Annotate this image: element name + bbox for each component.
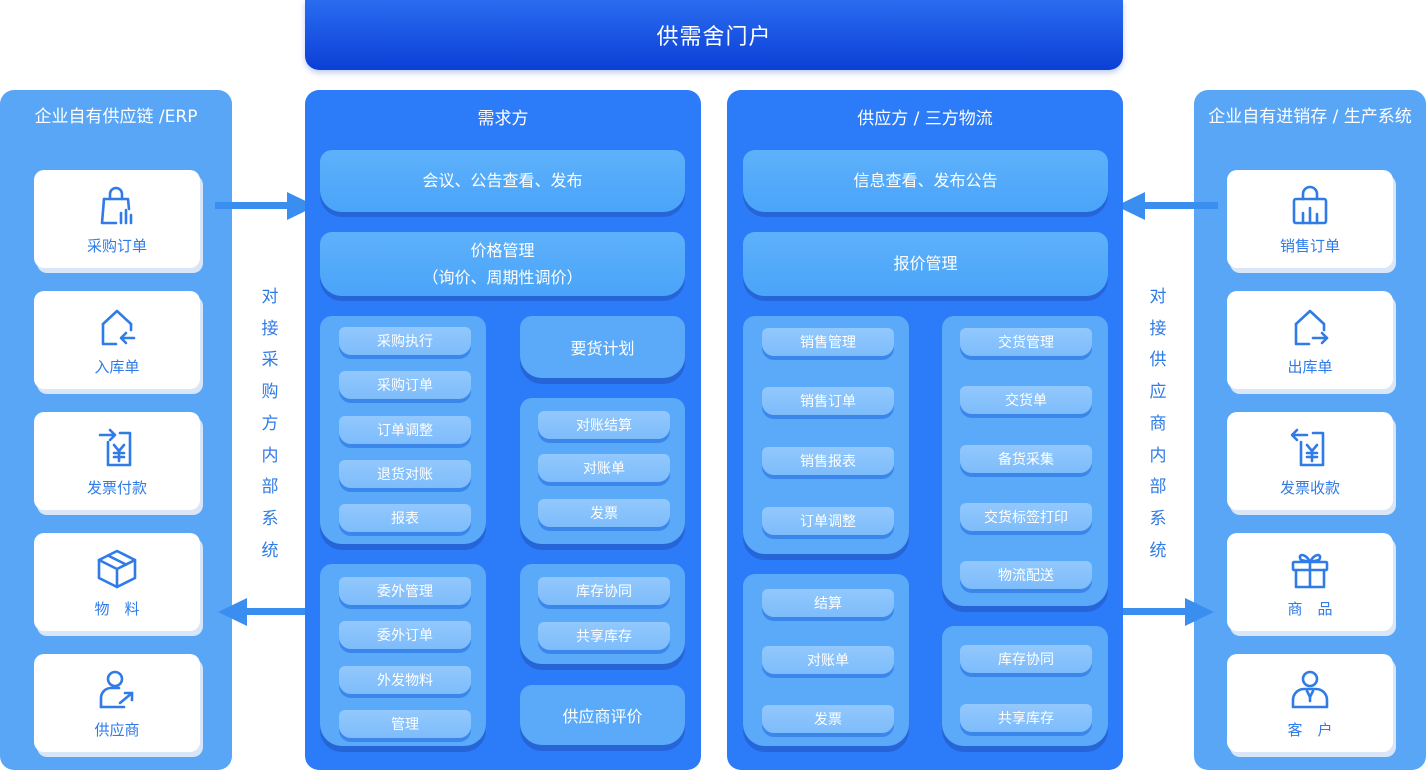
right-card-label: 出库单 [1287, 357, 1333, 376]
left-card-purchase-order[interactable]: 采购订单 [34, 170, 200, 268]
demand-panel-title: 需求方 [477, 109, 529, 129]
right-card-label: 客 户 [1287, 720, 1333, 739]
right-card-label: 发票收款 [1279, 478, 1340, 497]
right-card-customer[interactable]: 客 户 [1227, 654, 1393, 752]
chip-logistics[interactable]: 物流配送 [960, 561, 1092, 589]
portal-banner-title: 供需舍门户 [305, 0, 1123, 70]
chip-outsource-mgmt[interactable]: 委外管理 [339, 577, 471, 605]
chip-shared-stock[interactable]: 共享库存 [960, 704, 1092, 732]
chip-report[interactable]: 报表 [339, 504, 471, 532]
right-card-goods[interactable]: 商 品 [1227, 533, 1393, 631]
left-panel-title: 企业自有供应链 /ERP [34, 107, 198, 127]
right-card-invoice-receipt[interactable]: 发票收款 [1227, 412, 1393, 510]
left-card-material[interactable]: 物 料 [34, 533, 200, 631]
supplier-eval-box[interactable]: 供应商评价 [520, 685, 685, 745]
chip-management[interactable]: 管理 [339, 710, 471, 738]
left-card-inbound[interactable]: 入库单 [34, 291, 200, 389]
demand-plan-box[interactable]: 要货计划 [520, 316, 685, 378]
supplier-icon [99, 670, 134, 708]
right-panel-title: 企业自有进销存 / 生产系统 [1208, 107, 1412, 127]
chip-outsource-material[interactable]: 外发物料 [339, 666, 471, 694]
chip-delivery-mgmt[interactable]: 交货管理 [960, 328, 1092, 356]
right-card-outbound[interactable]: 出库单 [1227, 291, 1393, 389]
arrow-left-icon [218, 598, 320, 626]
sales-bag-icon [1292, 185, 1328, 224]
chip-return-reconcile[interactable]: 退货对账 [339, 460, 471, 488]
chip-order-adjust[interactable]: 订单调整 [339, 416, 471, 444]
left-card-label: 采购订单 [86, 236, 147, 255]
chip-statement[interactable]: 对账单 [538, 454, 670, 482]
chip-outsource-order[interactable]: 委外订单 [339, 621, 471, 649]
left-vertical-label: 对接采购方内部系统 [261, 287, 279, 561]
chip-sales-report[interactable]: 销售报表 [762, 447, 894, 475]
left-card-label: 入库单 [94, 357, 140, 376]
customer-icon [1291, 670, 1329, 708]
left-card-supplier[interactable]: 供应商 [34, 654, 200, 752]
inbound-icon [101, 309, 136, 345]
right-vertical-label: 对接供应商内部系统 [1149, 287, 1167, 561]
left-card-label: 供应商 [94, 720, 140, 739]
left-card-label: 发票付款 [86, 478, 147, 497]
chip-stock-collab[interactable]: 库存协同 [538, 577, 670, 605]
outbound-icon [1294, 309, 1329, 345]
supply-info-bar[interactable]: 信息查看、发布公告 [743, 150, 1108, 212]
price-mgmt-sub: （询价、周期性调价） [422, 268, 583, 287]
arrow-right-icon [215, 192, 316, 220]
chip-invoice[interactable]: 发票 [762, 705, 894, 733]
chip-stock-collab[interactable]: 库存协同 [960, 645, 1092, 673]
chip-invoice[interactable]: 发票 [538, 499, 670, 527]
chip-reconcile-settle[interactable]: 对账结算 [538, 411, 670, 439]
invoice-payment-icon [98, 428, 132, 466]
chip-purchase-order[interactable]: 采购订单 [339, 371, 471, 399]
chip-label-print[interactable]: 交货标签打印 [960, 503, 1092, 531]
chip-stock-prep[interactable]: 备货采集 [960, 445, 1092, 473]
demand-meeting-bar[interactable]: 会议、公告查看、发布 [320, 150, 685, 212]
shopping-bag-icon [100, 186, 133, 224]
quote-mgmt-label: 报价管理 [893, 254, 958, 274]
chip-statement[interactable]: 对账单 [762, 646, 894, 674]
chip-delivery-note[interactable]: 交货单 [960, 386, 1092, 414]
price-mgmt-label: 价格管理 [470, 240, 535, 260]
left-card-label: 物 料 [94, 599, 140, 618]
chip-shared-stock[interactable]: 共享库存 [538, 622, 670, 650]
right-card-label: 销售订单 [1279, 236, 1340, 255]
chip-order-adjust[interactable]: 订单调整 [762, 507, 894, 535]
arrow-left-icon [1116, 192, 1218, 220]
supply-quote-bar[interactable]: 报价管理 [743, 232, 1108, 296]
chip-sales-order[interactable]: 销售订单 [762, 387, 894, 415]
supply-info-label: 信息查看、发布公告 [853, 171, 998, 191]
box-icon [97, 549, 137, 588]
demand-price-bar[interactable]: 价格管理 （询价、周期性调价） [320, 232, 685, 296]
left-card-invoice-payment[interactable]: 发票付款 [34, 412, 200, 510]
right-card-label: 商 品 [1287, 599, 1333, 618]
chip-settlement[interactable]: 结算 [762, 589, 894, 617]
demand-meeting-label: 会议、公告查看、发布 [422, 171, 583, 191]
chip-sales-mgmt[interactable]: 销售管理 [762, 328, 894, 356]
chip-purchase-exec[interactable]: 采购执行 [339, 327, 471, 355]
invoice-receipt-icon [1290, 428, 1325, 466]
arrow-right-icon [1113, 598, 1214, 626]
gift-icon [1291, 553, 1329, 588]
supply-panel-title: 供应方 / 三方物流 [857, 109, 993, 129]
right-card-sales-order[interactable]: 销售订单 [1227, 170, 1393, 268]
